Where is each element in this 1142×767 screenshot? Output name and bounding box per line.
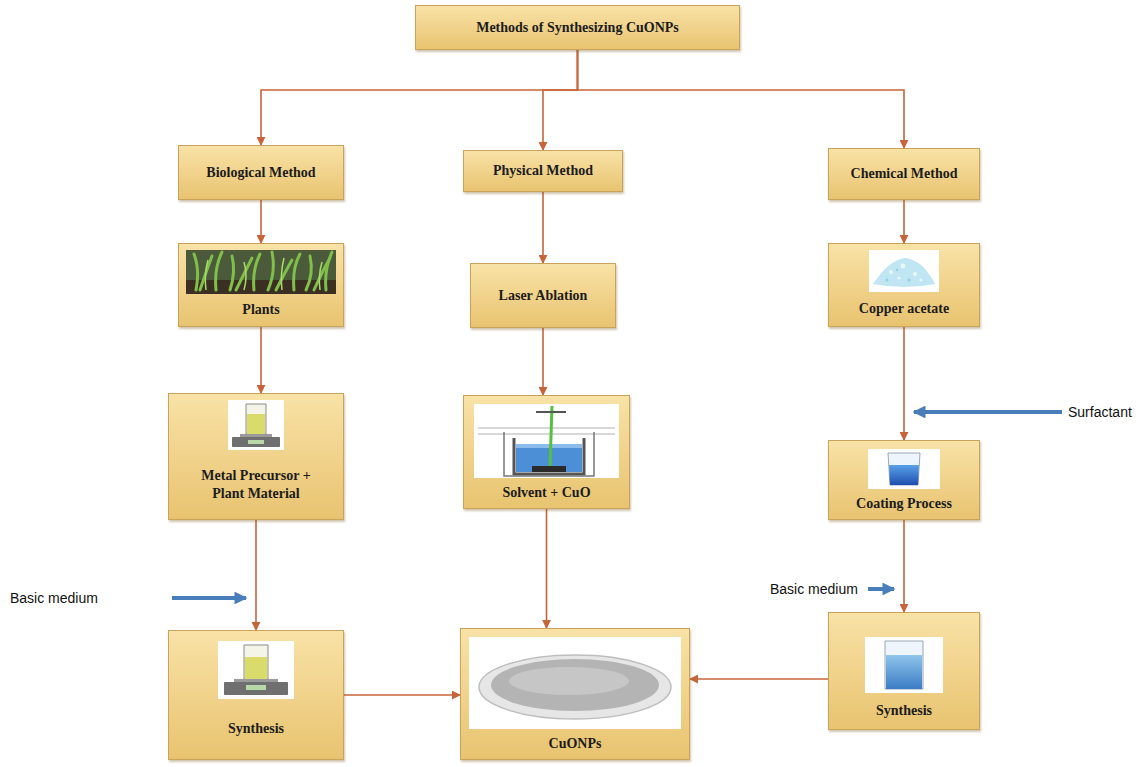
beaker-picture <box>865 637 943 693</box>
box-text: Laser Ablation <box>499 287 588 305</box>
method-box: Laser Ablation <box>470 263 616 328</box>
flow-arrow <box>578 50 905 148</box>
method-box: Methods of Synthesizing CuONPs <box>415 5 740 50</box>
plants-picture <box>186 250 336 294</box>
method-box: CuONPs <box>460 628 690 760</box>
box-text: Biological Method <box>206 164 315 182</box>
beaker-picture <box>868 449 940 489</box>
method-box: Synthesis <box>168 630 344 760</box>
box-text: Copper acetate <box>859 300 949 318</box>
balance-beaker-picture <box>218 641 294 699</box>
flow-arrow <box>903 327 905 440</box>
annotation-label: Basic medium <box>10 589 98 607</box>
flow-arrow <box>903 520 905 612</box>
flow-arrow <box>255 520 257 630</box>
box-text: CuONPs <box>549 735 602 753</box>
method-box: Biological Method <box>178 145 344 200</box>
box-text: Physical Method <box>493 162 593 180</box>
box-text: Synthesis <box>876 702 932 720</box>
flow-arrow <box>546 509 548 628</box>
flow-arrow <box>261 50 578 145</box>
annotation-label: Surfactant <box>1068 403 1132 421</box>
box-text: Plants <box>242 301 279 319</box>
flow-arrow <box>542 192 544 263</box>
method-box: Solvent + CuO <box>463 395 630 509</box>
surfactant-arrow <box>914 410 1062 414</box>
method-box: Metal Precursor + Plant Material <box>168 393 344 520</box>
crystal-powder-picture <box>869 250 939 292</box>
method-box: Chemical Method <box>828 148 980 200</box>
annotation-label: Basic medium <box>770 580 858 598</box>
box-text: Synthesis <box>228 720 284 738</box>
method-box: Physical Method <box>463 150 623 192</box>
laser-ablation-picture <box>474 404 619 478</box>
box-text: Metal Precursor + Plant Material <box>197 467 315 503</box>
basic-medium-arrow <box>868 587 894 591</box>
flow-arrow <box>542 328 544 395</box>
box-text: Methods of Synthesizing CuONPs <box>476 19 679 37</box>
flow-arrow <box>344 694 460 696</box>
powder-dish-picture <box>469 637 681 729</box>
flow-arrow <box>690 678 828 680</box>
box-text: Solvent + CuO <box>502 484 590 502</box>
method-box: Plants <box>178 243 344 327</box>
flow-arrow <box>903 200 905 243</box>
balance-beaker-picture <box>228 400 284 450</box>
method-box: Coating Process <box>828 440 980 520</box>
flow-arrow <box>260 200 262 243</box>
flow-arrow <box>260 327 262 393</box>
box-text: Coating Process <box>856 495 952 513</box>
flow-arrow <box>543 50 578 150</box>
box-text: Chemical Method <box>851 165 958 183</box>
method-box: Synthesis <box>828 612 980 730</box>
method-box: Copper acetate <box>828 243 980 327</box>
basic-medium-arrow <box>172 596 246 600</box>
